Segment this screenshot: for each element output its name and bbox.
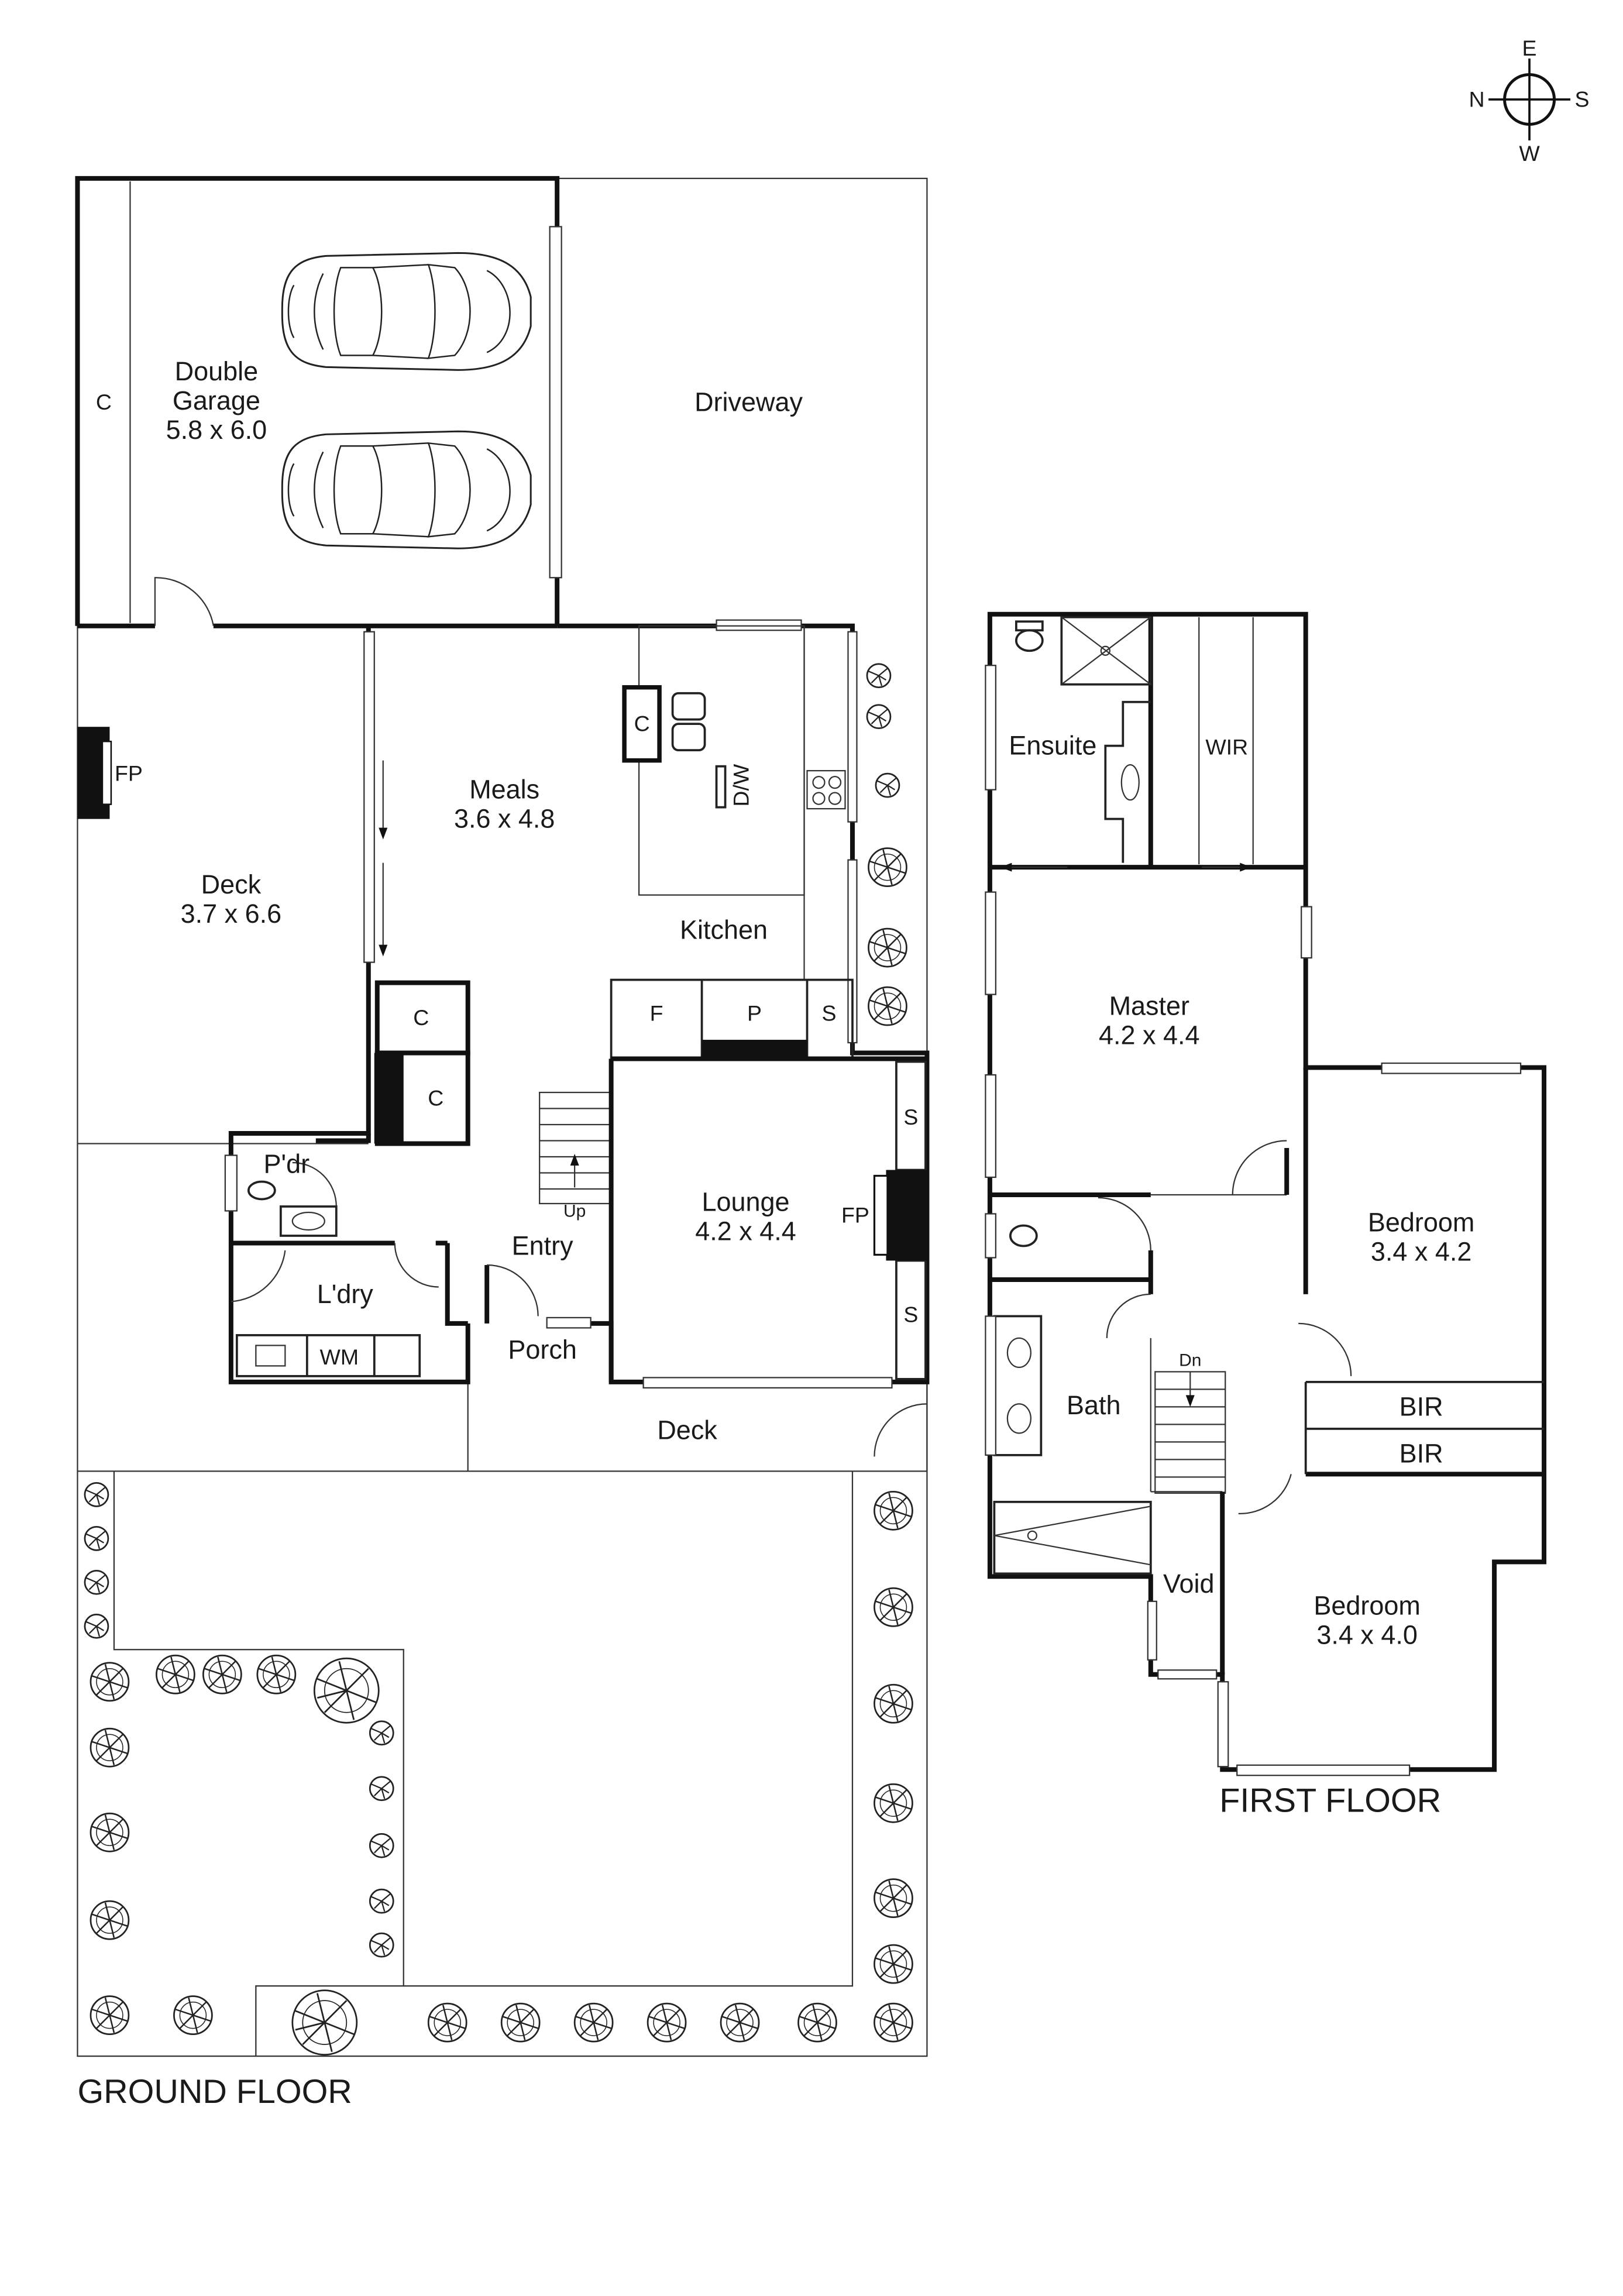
cupboard-1-label: C xyxy=(413,1005,429,1030)
meals-name-label: Meals xyxy=(469,775,539,805)
stairs-up-label: Up xyxy=(563,1201,586,1221)
entry-label: Entry xyxy=(512,1231,573,1260)
compass-north: N xyxy=(1469,87,1485,111)
dishwasher-label: D/W xyxy=(729,764,754,806)
lounge-shelf-2-label: S xyxy=(903,1302,918,1326)
bedroom1-name-label: Bedroom xyxy=(1368,1207,1474,1237)
ground-floor: C Double Garage 5.8 x 6.0 Driveway FP De… xyxy=(75,176,930,2111)
bedroom2-dims-label: 3.4 x 4.0 xyxy=(1316,1620,1417,1649)
compass-east: E xyxy=(1522,36,1537,60)
kitchen-cupboard-label: C xyxy=(634,712,650,736)
stairs-down-label: Dn xyxy=(1179,1350,1201,1370)
fridge-label: F xyxy=(650,1001,663,1026)
bir-1-label: BIR xyxy=(1400,1391,1443,1421)
wir-label: WIR xyxy=(1205,735,1248,759)
first-floor: Ensuite WIR Master 4.2 x 4.4 Bedroom 3.4… xyxy=(985,611,1547,1820)
driveway-label: Driveway xyxy=(694,387,803,417)
master-name-label: Master xyxy=(1109,991,1189,1021)
kitchen-name-label: Kitchen xyxy=(680,915,768,945)
meals-dims-label: 3.6 x 4.8 xyxy=(454,804,555,834)
garage-walls xyxy=(75,176,560,628)
deck-south-label: Deck xyxy=(657,1415,717,1445)
garage-cupboard-label: C xyxy=(96,390,112,414)
porch-label: Porch xyxy=(508,1335,576,1364)
bedroom2-name-label: Bedroom xyxy=(1313,1590,1420,1620)
washing-machine-label: WM xyxy=(320,1345,359,1369)
stairs-ground xyxy=(539,1091,612,1205)
garage-dims-label: 5.8 x 6.0 xyxy=(166,415,267,445)
kitchen-shelf-label: S xyxy=(821,1001,836,1026)
bir-2-label: BIR xyxy=(1400,1438,1443,1468)
lounge-shelf-1-label: S xyxy=(903,1105,918,1129)
ensuite-label: Ensuite xyxy=(1009,731,1096,761)
lounge-dims-label: 4.2 x 4.4 xyxy=(695,1216,796,1246)
deck-west-dims-label: 3.7 x 6.6 xyxy=(181,899,281,929)
pantry-label: P xyxy=(747,1001,762,1026)
bedroom1-dims-label: 3.4 x 4.2 xyxy=(1371,1236,1471,1266)
lounge-fireplace-label: FP xyxy=(841,1202,869,1227)
deck-fireplace-label: FP xyxy=(115,761,143,786)
garage-name2-label: Garage xyxy=(173,386,260,415)
compass: E N S W xyxy=(1469,36,1590,166)
first-floor-title: FIRST FLOOR xyxy=(1219,1782,1441,1820)
deck-west-name-label: Deck xyxy=(201,869,262,899)
bath-label: Bath xyxy=(1067,1390,1121,1420)
compass-south: S xyxy=(1575,87,1590,111)
stairs-first xyxy=(1154,1371,1226,1494)
garage-name-label: Double xyxy=(175,356,259,386)
laundry-label: L'dry xyxy=(317,1279,374,1309)
first-floor-walls xyxy=(987,611,1547,1772)
powder-label: P'dr xyxy=(264,1149,310,1178)
garage-door xyxy=(549,226,562,579)
master-dims-label: 4.2 x 4.4 xyxy=(1099,1020,1199,1050)
lounge-name-label: Lounge xyxy=(702,1187,790,1216)
ground-floor-title: GROUND FLOOR xyxy=(77,2073,352,2111)
void-label: Void xyxy=(1163,1569,1215,1599)
compass-west: W xyxy=(1519,141,1540,166)
cupboard-2-label: C xyxy=(428,1086,443,1111)
